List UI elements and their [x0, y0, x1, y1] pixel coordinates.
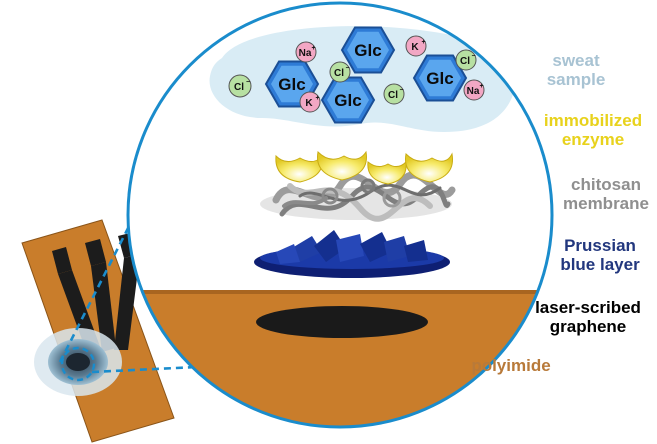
svg-text:Na: Na — [467, 86, 480, 97]
glucose-label: Glc — [334, 91, 361, 110]
chloride-ion: Cl− — [383, 83, 405, 105]
sodium-ion: Na+ — [295, 41, 317, 63]
chloride-ion: Cl− — [329, 61, 351, 83]
prussian-blue-layer — [254, 230, 450, 278]
sodium-ion: Na+ — [463, 79, 485, 101]
label-chitosan-membrane: chitosan membrane — [563, 175, 649, 213]
svg-text:Cl: Cl — [388, 90, 398, 101]
graphene-layer — [256, 306, 428, 338]
glucose-label: Glc — [278, 75, 305, 94]
immobilized-enzymes — [275, 150, 454, 185]
svg-text:−: − — [346, 65, 350, 72]
label-polyimide: polyimide — [471, 356, 551, 375]
svg-text:Cl: Cl — [460, 56, 470, 67]
glucose-molecule: Glc — [412, 54, 468, 102]
chloride-ion: Cl− — [228, 74, 252, 98]
glucose-molecule: Glc — [340, 26, 396, 74]
label-sweat-sample: sweat sample — [546, 51, 606, 89]
sensor-chip — [21, 219, 175, 443]
zoom-line-bottom — [91, 364, 219, 374]
svg-text:Na: Na — [299, 48, 312, 59]
svg-text:+: + — [312, 45, 316, 52]
svg-text:+: + — [316, 95, 320, 102]
svg-text:−: − — [472, 53, 476, 60]
potassium-ion: K+ — [405, 35, 427, 57]
enzyme-2 — [317, 150, 367, 181]
enzyme-4 — [405, 152, 454, 183]
svg-text:Cl: Cl — [334, 68, 344, 79]
label-immobilized-enzyme: immobilized enzyme — [543, 111, 643, 149]
svg-text:+: + — [422, 39, 426, 46]
label-prussian-blue-layer: Prussian blue layer — [560, 236, 640, 274]
label-laser-scribed-graphene: laser-scribed graphene — [535, 298, 641, 336]
glucose-label: Glc — [426, 69, 453, 88]
svg-text:K: K — [305, 98, 313, 109]
potassium-ion: K+ — [299, 91, 321, 113]
svg-text:−: − — [246, 79, 250, 86]
svg-text:Cl: Cl — [234, 82, 244, 93]
chloride-ion: Cl− — [455, 49, 477, 71]
svg-text:+: + — [480, 83, 484, 90]
magnified-circle-outline — [126, 1, 554, 429]
svg-text:−: − — [400, 87, 404, 94]
svg-text:K: K — [411, 42, 419, 53]
glucose-label: Glc — [354, 41, 381, 60]
glucose-molecule: Glc — [320, 76, 376, 124]
